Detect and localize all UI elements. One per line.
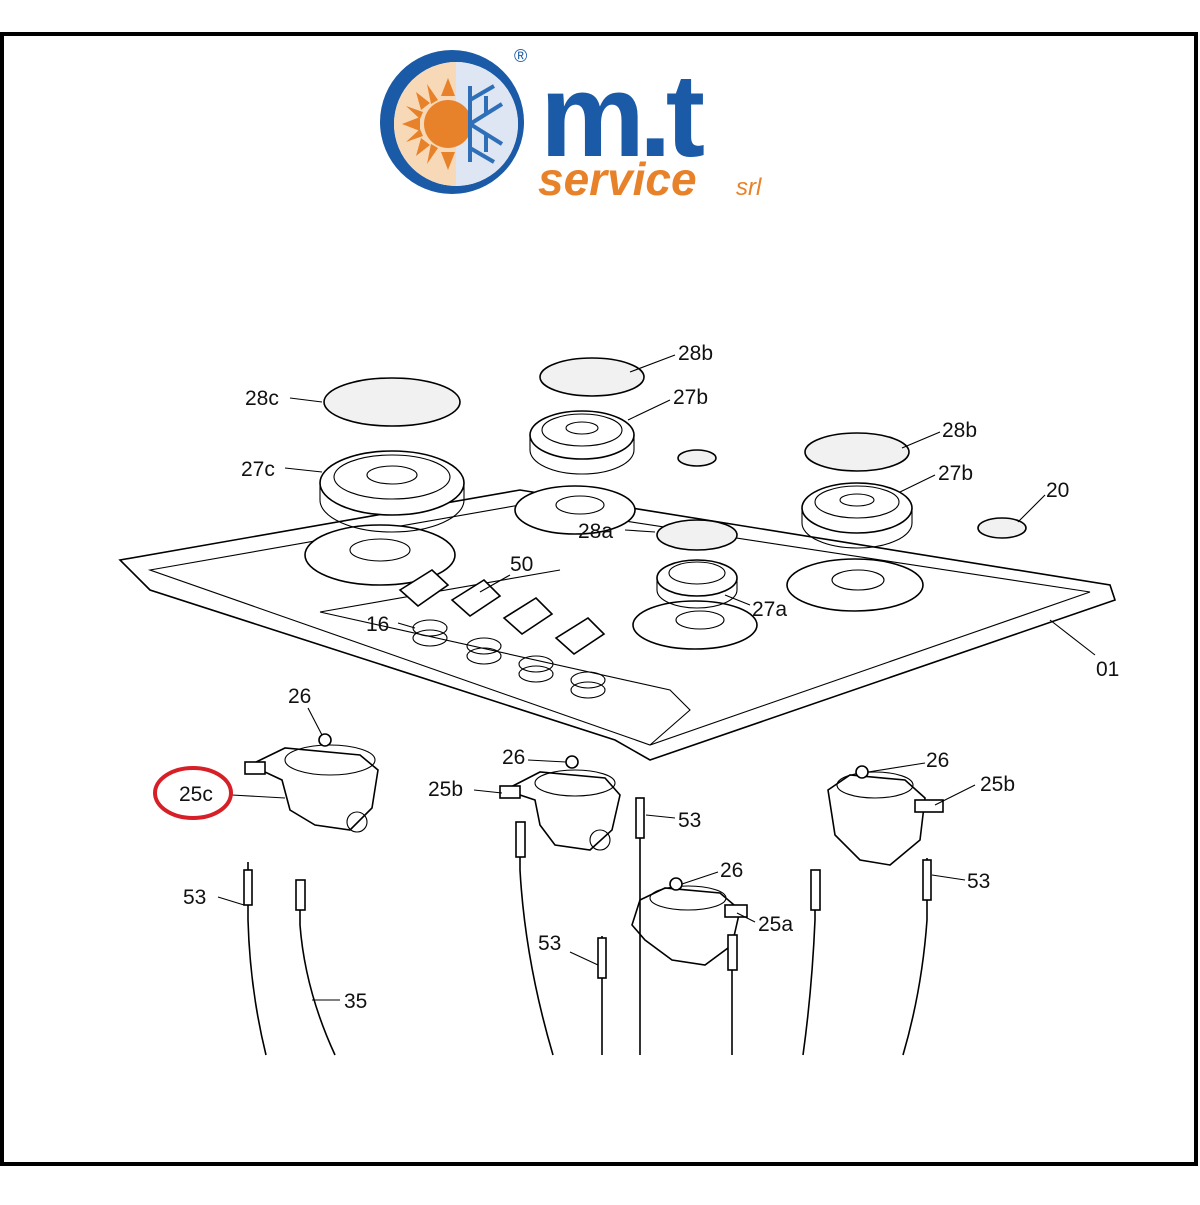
label-26-b: 26 (502, 746, 525, 769)
label-28b-top: 28b (678, 342, 713, 365)
gas-tap-25b-right (827, 765, 944, 866)
brand-name: m.t (540, 50, 704, 182)
label-50: 50 (510, 553, 533, 576)
label-27b-top: 27b (673, 386, 708, 409)
label-25c: 25c (179, 783, 213, 806)
label-35: 35 (344, 990, 367, 1013)
label-20: 20 (1046, 479, 1069, 502)
burner-crowns (319, 410, 913, 609)
gas-tap-25c (244, 733, 379, 833)
brand-suffix: srl (736, 174, 762, 201)
callout-labels: 28b 27b 28c 27c 28b 27b 20 28a 50 16 27a… (179, 342, 1119, 1013)
label-53-d: 53 (967, 870, 990, 893)
mt-service-logo: m.t ® service srl (380, 46, 762, 205)
label-27a: 27a (752, 598, 787, 621)
thermocouples (243, 797, 932, 1056)
border (0, 32, 1198, 1166)
label-01: 01 (1096, 658, 1119, 681)
cooktop-tray (118, 449, 1117, 761)
label-28c: 28c (245, 387, 279, 410)
control-knobs (398, 568, 606, 699)
label-27c: 27c (241, 458, 275, 481)
label-53-b: 53 (538, 932, 561, 955)
label-26-c: 26 (926, 749, 949, 772)
label-28a: 28a (578, 520, 613, 543)
sun-snowflake-icon (380, 50, 524, 194)
leader-lines (217, 354, 1096, 1001)
label-27b-right: 27b (938, 462, 973, 485)
burner-caps (323, 357, 910, 551)
label-16: 16 (366, 613, 389, 636)
label-26-a: 26 (288, 685, 311, 708)
gas-tap-25b-left (499, 755, 621, 851)
label-28b-right: 28b (942, 419, 977, 442)
label-53-c: 53 (183, 886, 206, 909)
label-26-d: 26 (720, 859, 743, 882)
label-25b-left: 25b (428, 778, 463, 801)
label-53-a: 53 (678, 809, 701, 832)
brand-tagline: service (538, 153, 697, 205)
label-25b-right: 25b (980, 773, 1015, 796)
registered-mark: ® (514, 46, 527, 66)
highlight-circle (153, 766, 233, 820)
label-25a: 25a (758, 913, 793, 936)
gas-tap-25a (631, 877, 748, 966)
